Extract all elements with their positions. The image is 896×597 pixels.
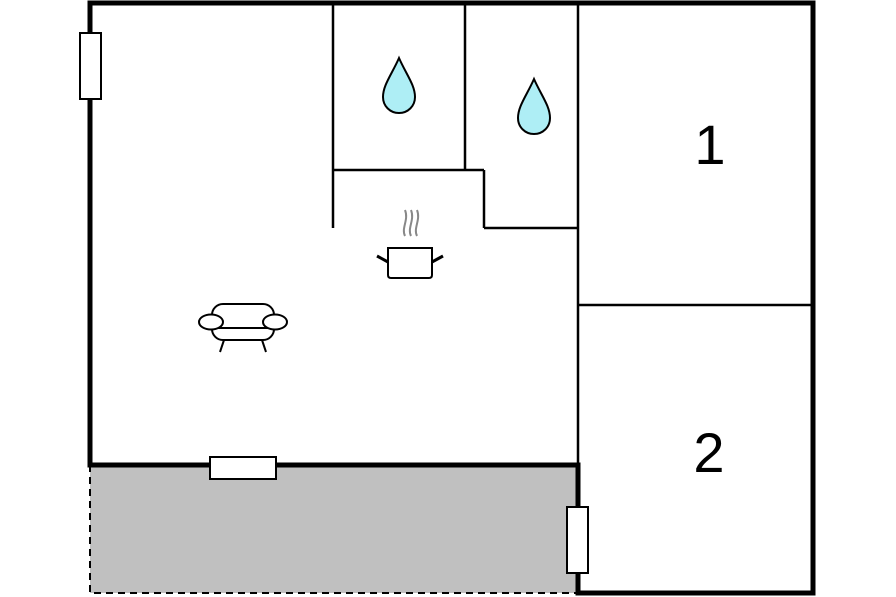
room-label-2: 2 <box>693 421 724 484</box>
window-left <box>79 32 102 100</box>
sofa-icon <box>198 303 288 353</box>
water-drop-icon <box>516 76 552 136</box>
cooking-pot-icon <box>376 209 444 279</box>
water-drop-icon <box>381 55 417 115</box>
window-terrace-door <box>566 506 589 574</box>
inner-walls <box>331 3 813 465</box>
terrace-dashed-border <box>89 465 578 594</box>
outer-walls <box>87 0 816 596</box>
room-label-1: 1 <box>694 113 725 176</box>
window-bottom <box>209 456 277 480</box>
terrace-area <box>90 465 578 593</box>
